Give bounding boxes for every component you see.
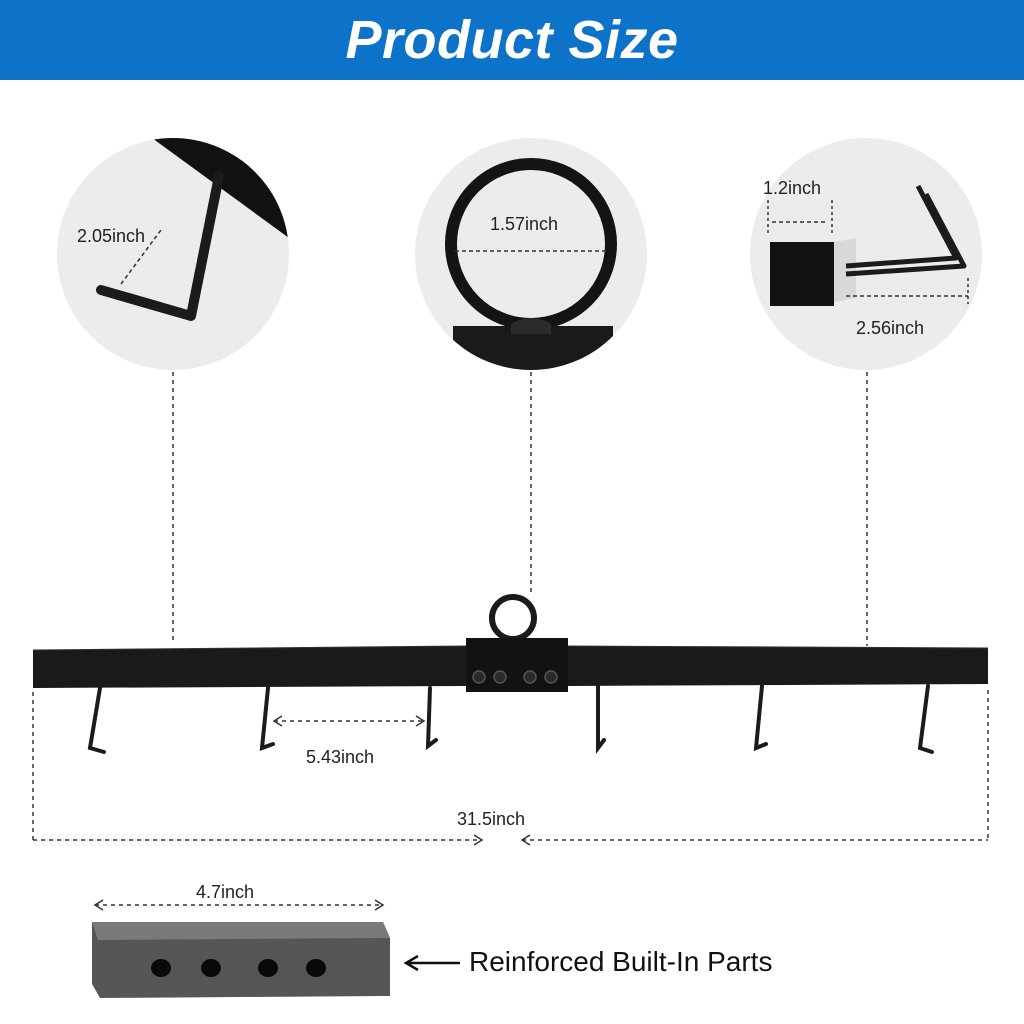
hook [259,686,275,751]
hook [753,684,768,752]
hook-spacing-label: 5.43inch [306,747,375,767]
hook-depth-label: 2.56inch [856,318,925,338]
hook [87,686,106,754]
insert-part [92,922,390,998]
bar-width-label: 1.2inch [763,178,822,198]
bolt-icon [472,670,486,684]
main-bar [568,646,988,686]
top-ring [489,594,537,642]
hook [917,684,934,754]
bracket-plate [466,638,568,692]
header-banner [0,0,1024,80]
bolt-icon [493,670,507,684]
insert-length-label: 4.7inch [196,882,255,902]
hook [425,686,438,751]
insert-callout-label: Reinforced Built-In Parts [469,946,773,977]
main-bar [33,646,466,688]
insert-hole [151,959,171,977]
detail-circle-hook [57,138,289,370]
detail-circle-ring [415,138,647,370]
total-length-label: 31.5inch [457,809,526,829]
hook-length-label: 2.05inch [77,226,146,246]
ring-diameter-label: 1.57inch [490,214,559,234]
bolt-icon [544,670,558,684]
detail-circle-bar-end [750,138,982,370]
insert-hole [201,959,221,977]
insert-hole [306,959,326,977]
hook [596,684,606,754]
insert-hole [258,959,278,977]
page-title: Product Size [345,10,679,70]
bolt-icon [523,670,537,684]
